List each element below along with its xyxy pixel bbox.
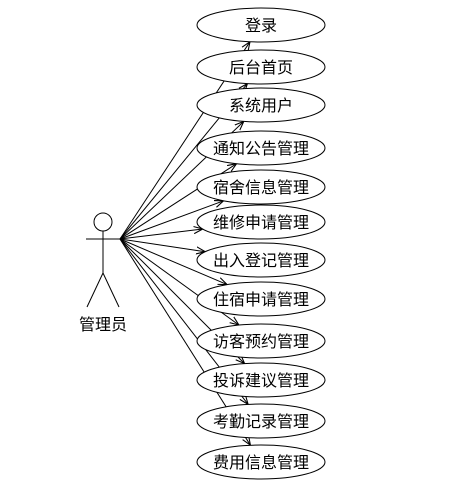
- use-case-ellipse: [196, 204, 326, 240]
- use-case-ellipse: [196, 7, 326, 43]
- actor-right-leg: [102, 272, 120, 308]
- use-case-ellipse: [196, 281, 326, 317]
- association-arrow: [119, 201, 224, 240]
- use-case-label: 出入登记管理: [213, 251, 309, 270]
- use-case-label: 后台首页: [229, 58, 293, 77]
- use-case: 访客预约管理: [196, 323, 326, 359]
- use-case-ellipse: [196, 130, 326, 166]
- actor-left-leg: [86, 272, 104, 308]
- use-case: 考勤记录管理: [196, 403, 326, 439]
- use-case-label: 投诉建议管理: [213, 371, 309, 390]
- use-case-label: 登录: [245, 16, 277, 35]
- use-case: 出入登记管理: [196, 242, 326, 278]
- use-case-ellipse: [196, 242, 326, 278]
- actor-label: 管理员: [79, 315, 127, 334]
- use-case-ellipse: [196, 169, 326, 205]
- association-arrow: [119, 229, 203, 240]
- use-case: 投诉建议管理: [196, 362, 326, 398]
- use-case-ellipse: [196, 49, 326, 85]
- use-case-label: 考勤记录管理: [213, 412, 309, 431]
- use-case-label: 通知公告管理: [213, 139, 309, 158]
- use-case-label: 访客预约管理: [213, 332, 309, 351]
- use-case-label: 系统用户: [229, 96, 293, 115]
- use-case: 宿舍信息管理: [196, 169, 326, 205]
- association-arrow: [119, 238, 205, 252]
- use-case-label: 住宿申请管理: [213, 290, 309, 309]
- use-case: 费用信息管理: [196, 444, 326, 480]
- use-case-label: 费用信息管理: [213, 453, 309, 472]
- use-case-label: 维修申请管理: [213, 213, 309, 232]
- actor-administrator: 管理员: [79, 212, 127, 334]
- use-case: 后台首页: [196, 49, 326, 85]
- use-case-ellipse: [196, 87, 326, 123]
- use-case: 住宿申请管理: [196, 281, 326, 317]
- use-case: 系统用户: [196, 87, 326, 123]
- association-arrow: [119, 238, 227, 285]
- use-case-list: 登录后台首页系统用户通知公告管理宿舍信息管理维修申请管理出入登记管理住宿申请管理…: [196, 7, 326, 480]
- use-case: 维修申请管理: [196, 204, 326, 240]
- use-case-ellipse: [196, 444, 326, 480]
- use-case-ellipse: [196, 362, 326, 398]
- use-case-ellipse: [196, 403, 326, 439]
- actor-head: [93, 212, 113, 232]
- use-case-ellipse: [196, 323, 326, 359]
- use-case-label: 宿舍信息管理: [213, 178, 309, 197]
- use-case: 通知公告管理: [196, 130, 326, 166]
- use-case: 登录: [196, 7, 326, 43]
